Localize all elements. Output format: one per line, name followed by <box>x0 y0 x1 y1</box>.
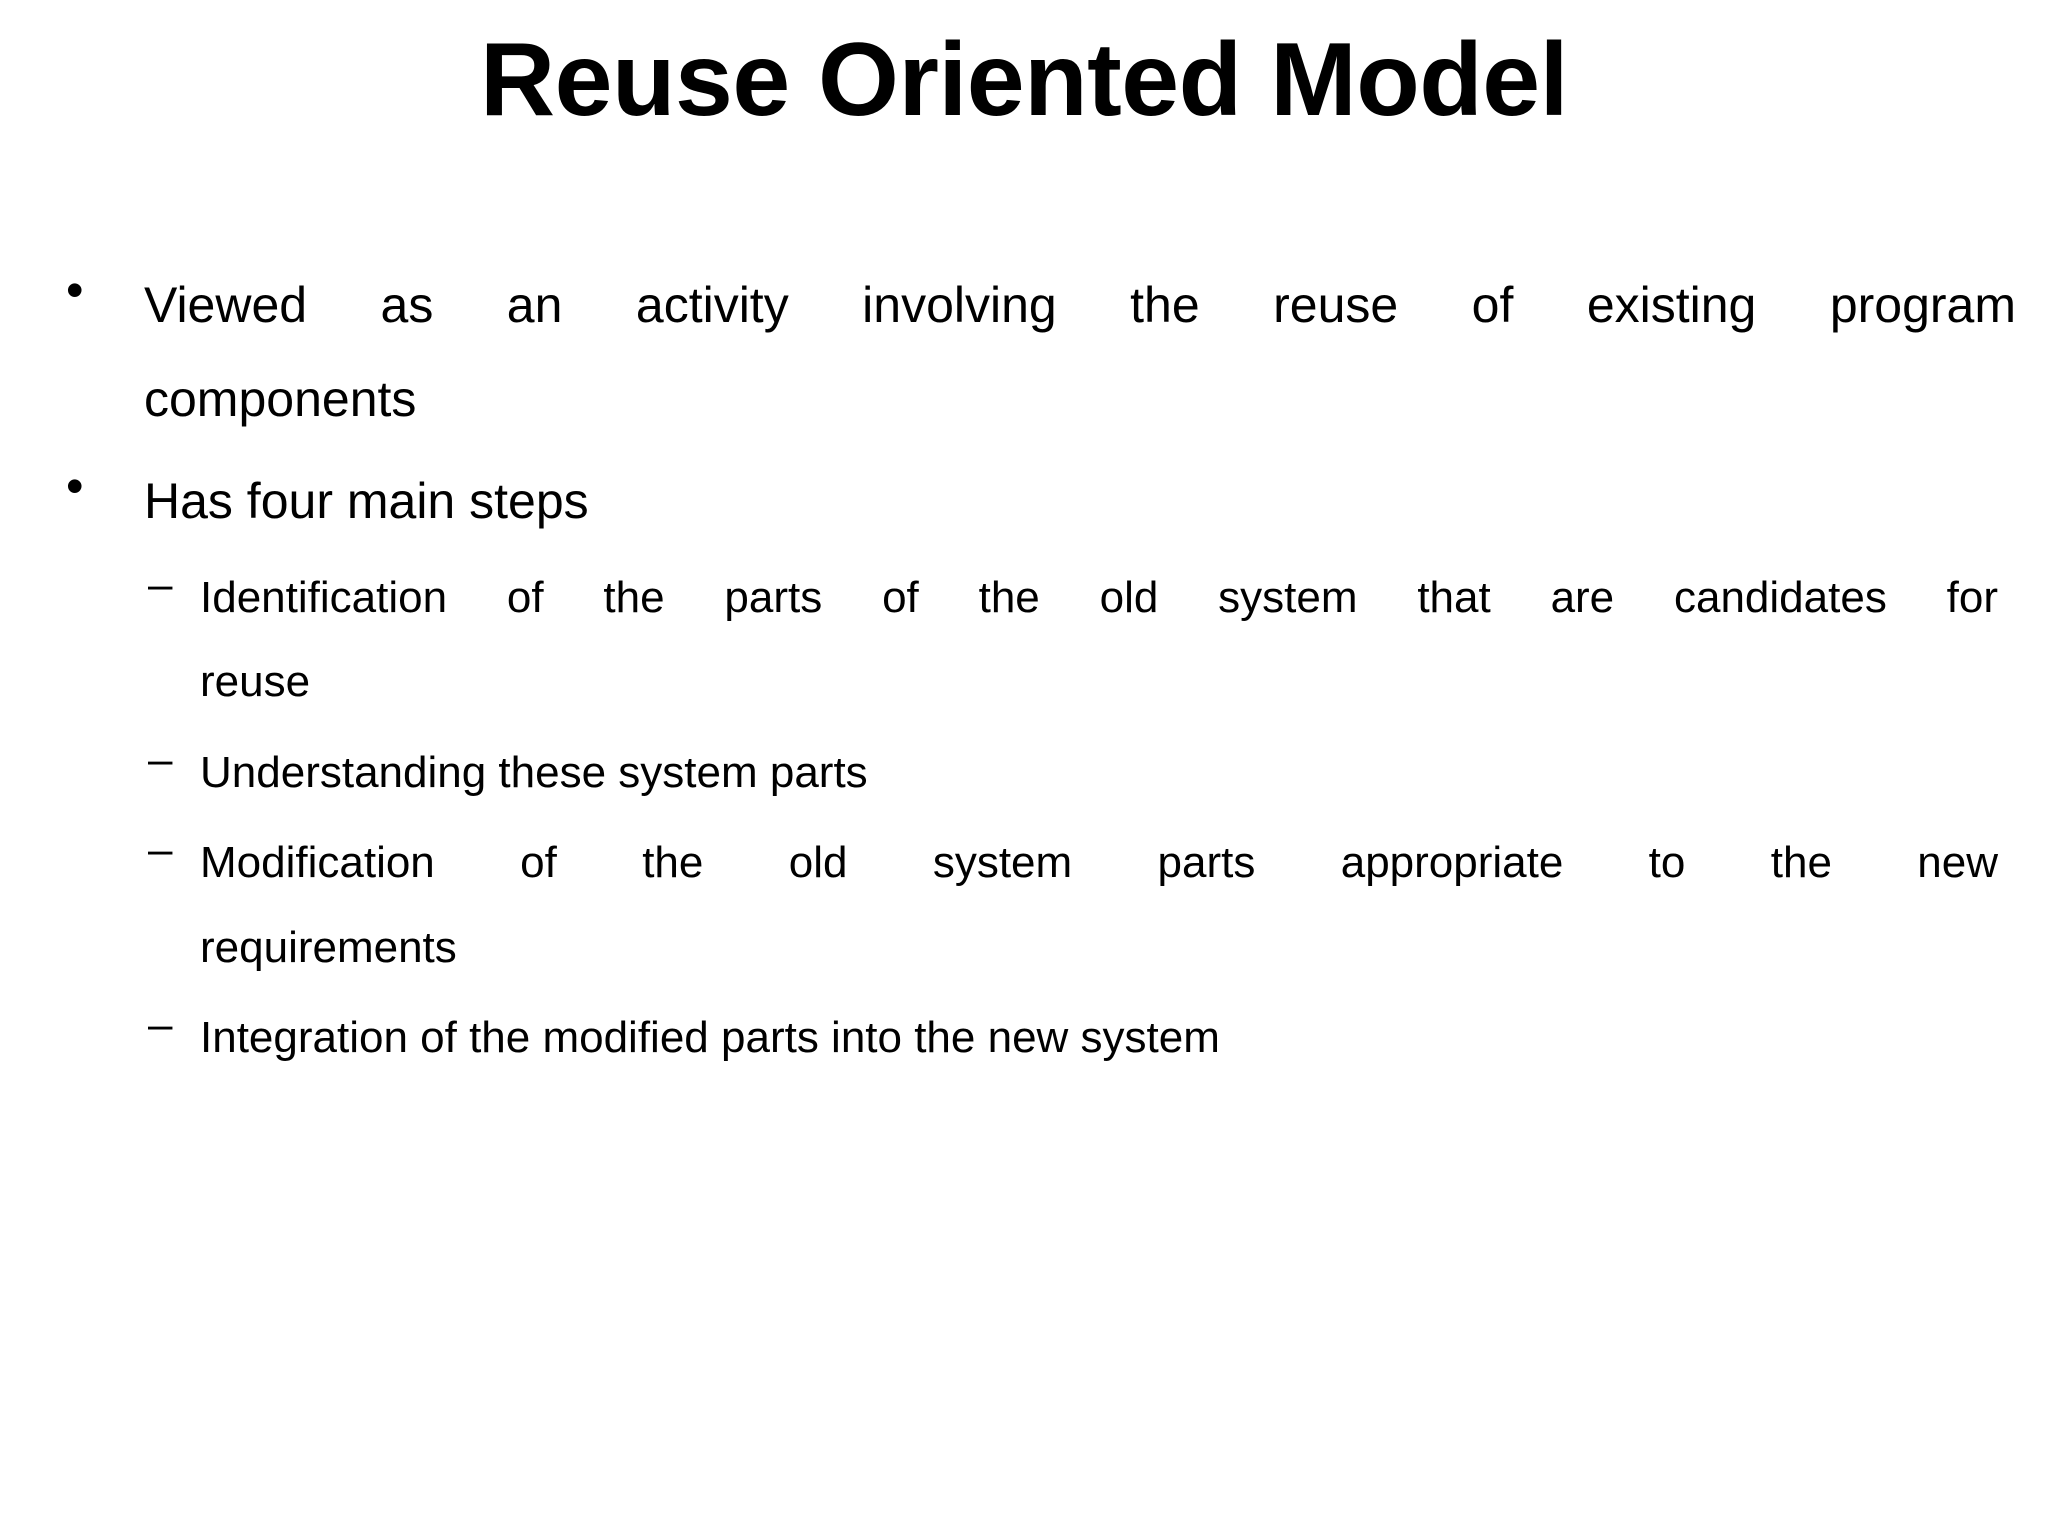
sub-bullet-text-line: Identification of the parts of the old s… <box>200 573 1998 622</box>
bullet-text-line: Has four main steps <box>144 473 589 529</box>
bullet-text: Viewed as an activity involving the reus… <box>144 258 2016 446</box>
sub-bullet-item-identification: – Identification of the parts of the old… <box>148 556 2016 725</box>
bullet-marker-icon: • <box>66 458 84 514</box>
sub-bullet-item-integration: – Integration of the modified parts into… <box>148 996 2016 1080</box>
bullet-item-viewed-as-activity: • Viewed as an activity involving the re… <box>56 258 2016 446</box>
dash-marker-icon: – <box>148 825 173 875</box>
bullet-item-has-four-main-steps: • Has four main steps <box>56 454 2016 548</box>
bullet-text-line: Viewed as an activity involving the reus… <box>144 277 2016 333</box>
sub-bullet-text-line: reuse <box>200 657 311 707</box>
sub-bullet-text-line: Integration of the modified parts into t… <box>200 1013 1220 1063</box>
bullet-text-line: components <box>144 371 417 427</box>
sub-bullet-item-modification: – Modification of the old system parts a… <box>148 821 2016 990</box>
slide-title: Reuse Oriented Model <box>480 22 1569 138</box>
slide-body: • Viewed as an activity involving the re… <box>56 258 2016 1087</box>
dash-marker-icon: – <box>148 560 173 609</box>
sub-bullet-text: Identification of the parts of the old s… <box>200 556 2016 725</box>
bullet-marker-icon: • <box>66 262 84 318</box>
sub-bullet-text-line: Modification of the old system parts app… <box>200 838 1998 888</box>
dash-marker-icon: – <box>148 1000 173 1050</box>
sub-bullet-text: Understanding these system parts <box>200 731 2016 815</box>
dash-marker-icon: – <box>148 734 173 784</box>
sub-bullet-text: Modification of the old system parts app… <box>200 821 2016 990</box>
bullet-text: Has four main steps <box>144 454 2016 548</box>
sub-bullet-text-line: requirements <box>200 922 457 972</box>
sub-bullet-item-understanding: – Understanding these system parts <box>148 731 2016 815</box>
sub-bullet-text: Integration of the modified parts into t… <box>200 996 2016 1080</box>
sub-bullet-text-line: Understanding these system parts <box>200 747 868 797</box>
